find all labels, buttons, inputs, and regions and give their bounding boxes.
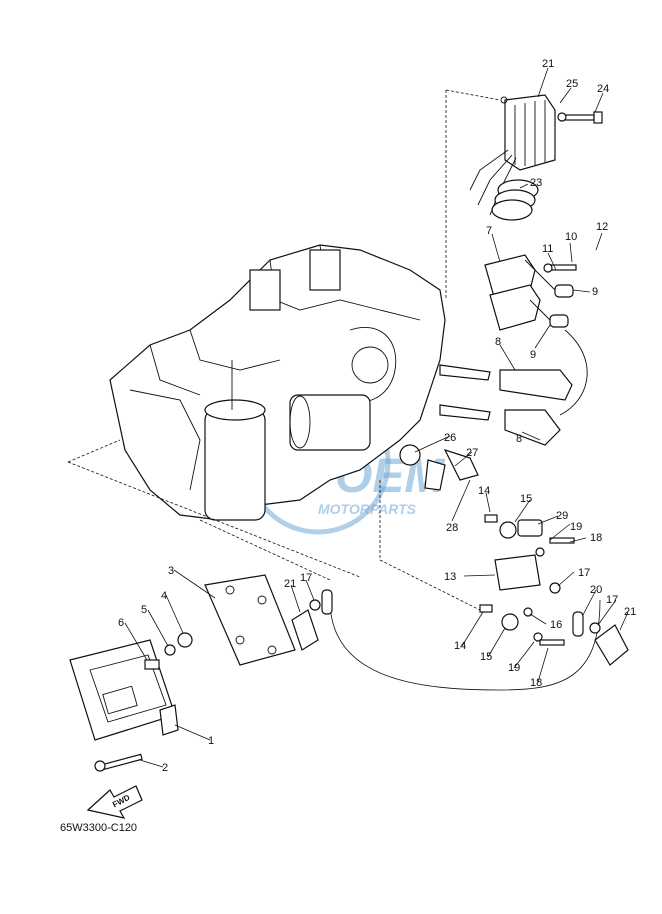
reference-lines [67, 89, 601, 691]
callout-3: 3 [168, 565, 174, 577]
callout-8a: 8 [495, 336, 501, 348]
fwd-arrow-icon: FWD [86, 785, 143, 819]
bracket-3 [94, 574, 296, 772]
engine-block [109, 244, 446, 521]
callout-15a: 15 [520, 493, 532, 505]
callout-12: 12 [596, 221, 608, 233]
bolt-24 [557, 111, 603, 124]
callout-4: 4 [161, 590, 167, 602]
callout-18a: 18 [590, 532, 602, 544]
callout-17c: 17 [578, 567, 590, 579]
callout-26: 26 [444, 432, 456, 444]
callout-2: 2 [162, 762, 168, 774]
callout-1: 1 [208, 735, 214, 747]
callout-8b: 8 [516, 433, 522, 445]
switch-13 [479, 514, 575, 646]
spark-plugs [439, 329, 588, 446]
callout-11: 11 [542, 243, 553, 255]
callout-6: 6 [118, 617, 124, 629]
watermark-sub: MOTORPARTS [318, 501, 417, 517]
callout-14b: 14 [454, 640, 466, 652]
ignition-coils [484, 254, 577, 331]
callout-7: 7 [486, 225, 492, 237]
callout-24: 24 [597, 83, 609, 95]
callout-19b: 19 [508, 662, 520, 674]
callout-21a: 21 [284, 578, 296, 590]
rectifier-regulator [469, 94, 556, 216]
callout-15b: 15 [480, 651, 492, 663]
callout-19a: 19 [570, 521, 582, 533]
cdi-unit [69, 639, 179, 741]
callout-22: 21 [542, 58, 554, 70]
callout-20: 20 [590, 584, 602, 596]
callout-9b: 9 [530, 349, 536, 361]
callout-14a: 14 [478, 485, 490, 497]
callout-9a: 9 [592, 286, 598, 298]
callout-17b: 17 [606, 594, 618, 606]
callout-21b: 21 [624, 606, 636, 618]
callout-28: 28 [446, 522, 458, 534]
drawing-code: 65W3300-C120 [60, 822, 138, 834]
callout-16: 16 [550, 619, 562, 631]
leader-lines [124, 67, 629, 768]
caps-and-terminals [291, 444, 629, 666]
callout-10: 10 [565, 231, 577, 243]
starter-motor [204, 360, 371, 521]
callout-13: 13 [444, 571, 456, 583]
callout-25: 25 [566, 78, 578, 90]
callout-29: 29 [556, 510, 568, 522]
callout-5: 5 [141, 604, 147, 616]
callout-23: 23 [530, 177, 542, 189]
callout-numbers: 21 25 24 23 7 11 10 12 9 9 8 8 26 27 28 … [118, 58, 636, 774]
coil-23 [491, 179, 539, 221]
callout-18b: 18 [530, 677, 542, 689]
callout-27: 27 [466, 447, 478, 459]
callout-17a: 17 [300, 572, 312, 584]
